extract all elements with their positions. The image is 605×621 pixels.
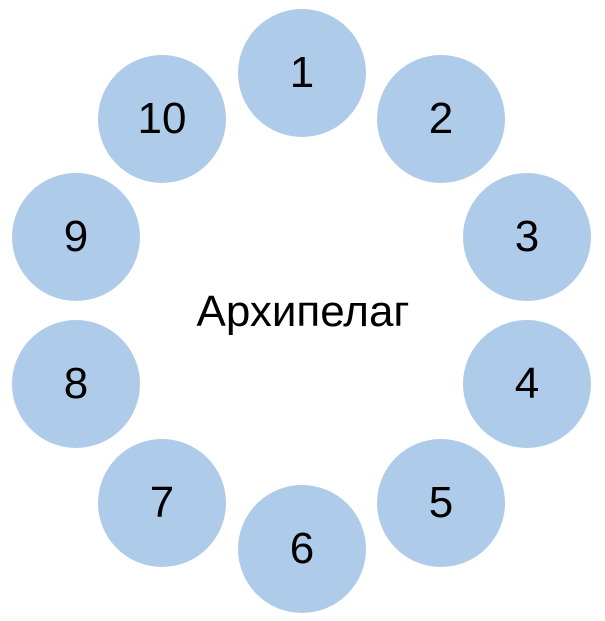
island-node-7: 7 — [98, 439, 226, 567]
island-node-4: 4 — [463, 320, 591, 448]
island-node-9: 9 — [12, 173, 140, 301]
island-node-6: 6 — [238, 485, 366, 613]
island-node-1: 1 — [238, 9, 366, 137]
island-node-5: 5 — [377, 439, 505, 567]
island-node-10: 10 — [98, 55, 226, 183]
center-label: Архипелаг — [196, 287, 410, 336]
island-node-3: 3 — [463, 173, 591, 301]
island-node-2: 2 — [377, 55, 505, 183]
island-node-8: 8 — [12, 320, 140, 448]
